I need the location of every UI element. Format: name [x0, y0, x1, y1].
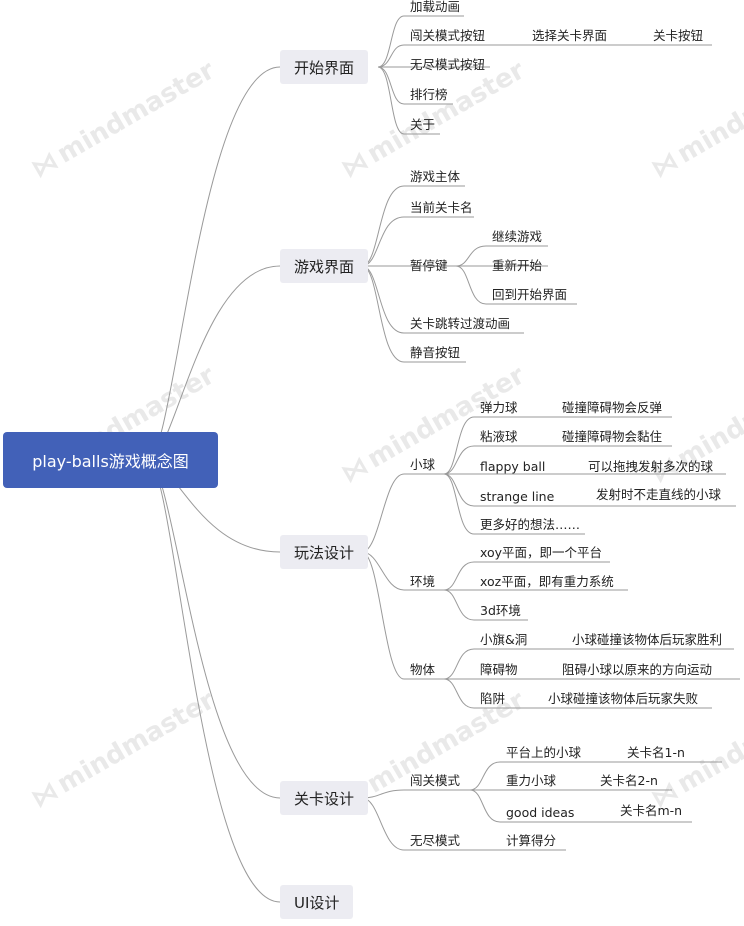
node-object-desc[interactable]: 小球碰撞该物体后玩家胜利	[572, 632, 723, 647]
node-leaderboard[interactable]: 排行榜	[410, 87, 448, 102]
node-ball-type[interactable]: flappy ball	[480, 459, 546, 474]
node-current-level-name[interactable]: 当前关卡名	[410, 200, 473, 215]
node-ball[interactable]: 小球	[410, 457, 436, 472]
node-ball-type[interactable]: strange line	[480, 489, 555, 504]
node-about[interactable]: 关于	[410, 117, 436, 132]
root-node[interactable]: play-balls游戏概念图	[3, 432, 218, 488]
node-env-type[interactable]: xoz平面，即有重力系统	[480, 574, 614, 589]
node-level-theme[interactable]: 平台上的小球	[506, 745, 582, 760]
node-level-theme[interactable]: 重力小球	[506, 773, 557, 788]
node-ball-desc[interactable]: 可以拖拽发射多次的球	[588, 459, 714, 474]
node-object-desc[interactable]: 小球碰撞该物体后玩家失败	[548, 691, 699, 706]
node-loading-animation[interactable]: 加载动画	[410, 0, 461, 14]
node-game-main[interactable]: 游戏主体	[410, 169, 461, 184]
node-ball-type[interactable]: 更多好的想法……	[480, 517, 581, 532]
node-level-name[interactable]: 关卡名2-n	[600, 773, 658, 788]
node-level-name[interactable]: 关卡名1-n	[627, 745, 685, 760]
node-object-desc[interactable]: 阻碍小球以原来的方向运动	[562, 662, 713, 677]
node-objects[interactable]: 物体	[410, 662, 436, 677]
node-env-type[interactable]: xoy平面，即一个平台	[480, 545, 603, 560]
node-object-type[interactable]: 陷阱	[480, 691, 506, 706]
node-env-type[interactable]: 3d环境	[480, 603, 521, 618]
node-challenge-mode[interactable]: 闯关模式	[410, 773, 461, 788]
root-label: play-balls游戏概念图	[32, 452, 189, 471]
node-level-button[interactable]: 关卡按钮	[653, 28, 704, 43]
node-level-transition[interactable]: 关卡跳转过渡动画	[410, 316, 511, 331]
node-ball-desc[interactable]: 发射时不走直线的小球	[596, 487, 722, 502]
node-ball-desc[interactable]: 碰撞障碍物会反弹	[562, 400, 663, 415]
node-endless-mode-button[interactable]: 无尽模式按钮	[410, 57, 486, 72]
node-level-name[interactable]: 关卡名m-n	[620, 803, 683, 818]
topic-ui-design[interactable]: UI设计	[280, 885, 354, 919]
node-environment[interactable]: 环境	[410, 574, 436, 589]
node-level-select-screen[interactable]: 选择关卡界面	[532, 28, 608, 43]
node-back-to-start[interactable]: 回到开始界面	[492, 287, 568, 302]
node-ball-type[interactable]: 粘液球	[480, 429, 518, 444]
topic-gameplay-design[interactable]: 玩法设计	[280, 535, 369, 569]
node-level-theme[interactable]: good ideas	[506, 805, 575, 820]
node-challenge-mode-button[interactable]: 闯关模式按钮	[410, 28, 486, 43]
node-mute-button[interactable]: 静音按钮	[410, 345, 461, 360]
node-pause-key[interactable]: 暂停键	[410, 258, 448, 273]
node-score[interactable]: 计算得分	[506, 833, 557, 848]
topic-game-screen[interactable]: 游戏界面	[280, 249, 369, 283]
node-object-type[interactable]: 小旗&洞	[480, 632, 528, 647]
node-continue-game[interactable]: 继续游戏	[492, 229, 543, 244]
topic-start-screen[interactable]: 开始界面	[280, 50, 369, 84]
topic-level-design[interactable]: 关卡设计	[280, 781, 369, 815]
node-endless-mode[interactable]: 无尽模式	[410, 833, 461, 848]
node-ball-desc[interactable]: 碰撞障碍物会黏住	[562, 429, 663, 444]
node-ball-type[interactable]: 弹力球	[480, 400, 518, 415]
node-restart[interactable]: 重新开始	[492, 258, 543, 273]
node-object-type[interactable]: 障碍物	[480, 662, 518, 677]
